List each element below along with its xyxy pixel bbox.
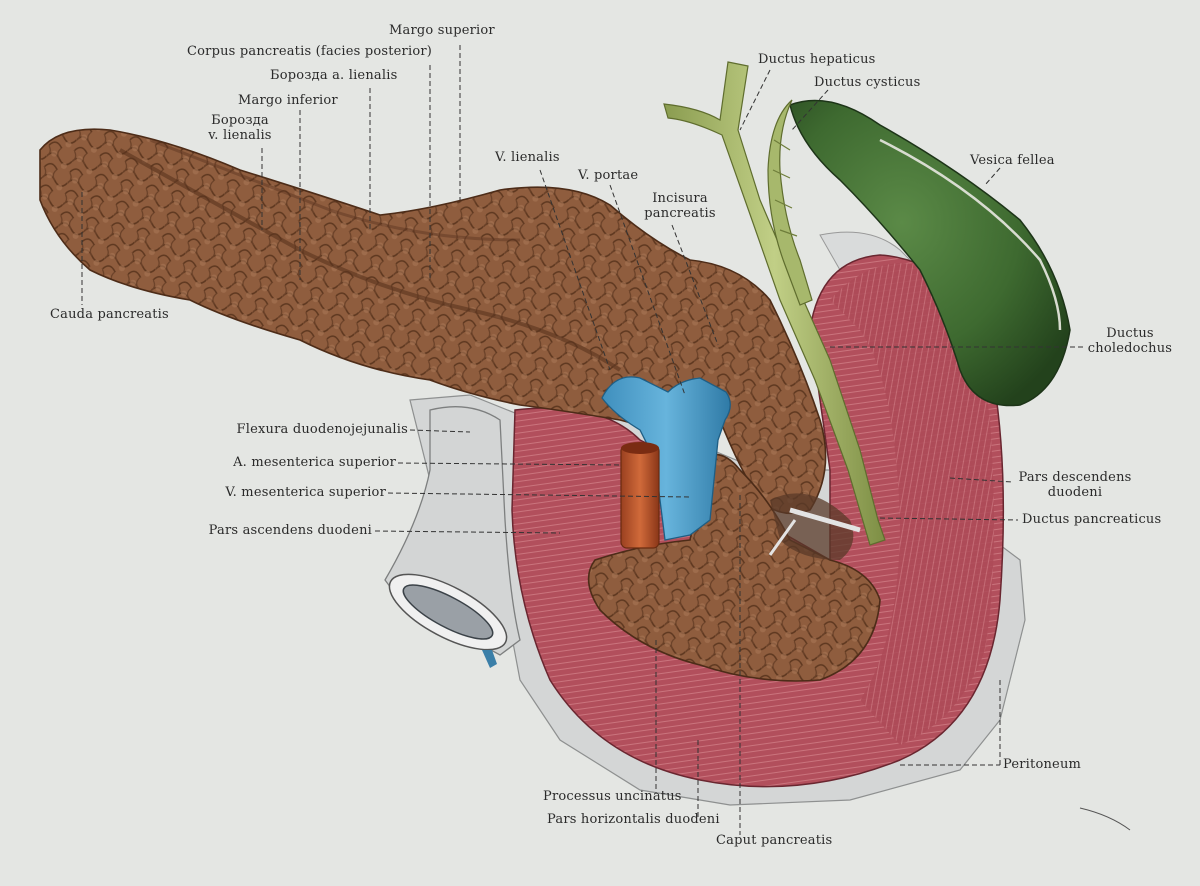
label-vesica-fellea: Vesica fellea (970, 153, 1055, 168)
hepatic-duct (663, 61, 886, 546)
label-pars-descendens-line2: duodeni (1047, 485, 1103, 500)
label-ductus-hepaticus: Ductus hepaticus (758, 52, 876, 67)
label-borozda-v-lienalis-line2: v. lienalis (208, 128, 272, 143)
label-ductus-choledochus-line1: Ductus (1106, 326, 1154, 341)
label-corpus-pancreatis: Corpus pancreatis (facies posterior) (187, 44, 433, 59)
label-processus-uncinatus: Processus uncinatus (543, 789, 682, 804)
label-borozda-v-lienalis: Борозда v. lienalis (200, 113, 280, 143)
leader-lines (81, 45, 1085, 835)
label-margo-inferior: Margo inferior (238, 93, 338, 108)
label-a-mesenterica-superior: A. mesenterica superior (233, 455, 396, 470)
label-v-portae: V. portae (578, 168, 639, 183)
label-ductus-pancreaticus: Ductus pancreaticus (1022, 512, 1162, 527)
label-v-lienalis: V. lienalis (495, 150, 560, 165)
label-pars-ascendens-duodeni: Pars ascendens duodeni (208, 523, 372, 538)
label-pars-descendens-line1: Pars descendens (1018, 470, 1132, 485)
splenic-artery-groove (149, 138, 521, 242)
label-borozda-v-lienalis-line1: Борозда (211, 113, 269, 128)
cystic-duct (767, 99, 813, 306)
label-incisura-pancreatis: Incisura pancreatis (640, 191, 720, 221)
splenic-vein-groove (119, 148, 622, 372)
jejunum-lumen-inner (402, 584, 494, 640)
label-ductus-cysticus: Ductus cysticus (814, 75, 921, 90)
label-pars-horizontalis-duodeni: Pars horizontalis duodeni (547, 812, 720, 827)
label-borozda-a-lienalis: Борозда a. lienalis (270, 68, 398, 83)
duodenum-descending-shade (830, 263, 994, 745)
label-incisura-line1: Incisura (652, 191, 708, 206)
portal-vein (601, 376, 731, 541)
label-v-mesenterica-superior: V. mesenterica superior (225, 485, 386, 500)
label-incisura-line2: pancreatis (644, 206, 716, 221)
label-cauda-pancreatis: Cauda pancreatis (50, 307, 169, 322)
label-margo-superior: Margo superior (389, 23, 495, 38)
label-caput-pancreatis: Caput pancreatis (716, 833, 833, 848)
label-ductus-choledochus: Ductus choledochus (1080, 326, 1180, 356)
label-peritoneum: Peritoneum (1003, 757, 1082, 772)
label-ductus-choledochus-line2: choledochus (1087, 341, 1173, 356)
gallbladder (789, 99, 1071, 407)
label-pars-descendens-duodeni: Pars descendens duodeni (1010, 470, 1140, 500)
label-flexura-duodenojejunalis: Flexura duodenojejunalis (236, 422, 408, 437)
